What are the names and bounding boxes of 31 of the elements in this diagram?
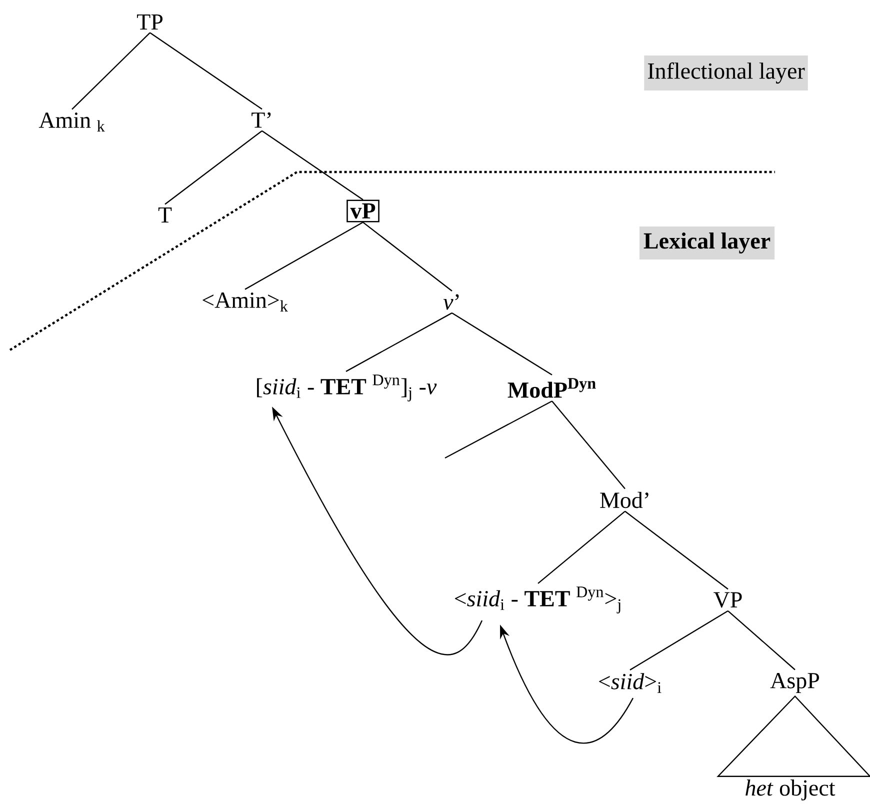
branch-line [452, 312, 552, 376]
branch-line [444, 400, 552, 459]
tree-label: Mod’ [600, 492, 648, 508]
tree-label: ModP$^{Dyn}$ [508, 378, 596, 398]
boxed-label: vP [346, 200, 380, 222]
tree-label: AspP [770, 672, 819, 694]
tree-label: T’ [252, 112, 271, 128]
branch-line [346, 312, 452, 372]
branch-line [72, 32, 150, 110]
branch-line [362, 222, 452, 292]
tree-label: VP [714, 592, 742, 608]
tree-label: <Amin>$_{k}$ [202, 292, 288, 312]
branch-line [150, 32, 262, 110]
tree-label: het object [746, 780, 836, 800]
branch-line [624, 510, 728, 590]
branch-line [728, 610, 796, 670]
branch-line [630, 610, 728, 670]
tree-label: <siid>$_{i}$ [599, 673, 662, 693]
branch-line [538, 510, 626, 584]
branch-line [164, 130, 262, 205]
tree-label: T [158, 207, 172, 223]
layer-band: Lexical layer [639, 226, 775, 260]
tree-label: TP [137, 14, 162, 30]
branch-line [552, 400, 626, 490]
branch-line [244, 222, 364, 290]
tree-label: Amin $_{k}$ [38, 112, 105, 132]
branch-line [262, 130, 364, 200]
tree-label: [siid$_{i}$ - TET $^{Dyn}$]$_{j}$ -v [257, 374, 437, 402]
tree-label: <siid$_{i}$ - TET $^{Dyn}$>$_{j}$ [454, 586, 620, 614]
layer-band: Inflectional layer [644, 56, 808, 90]
tree-label: v’ [443, 294, 459, 310]
